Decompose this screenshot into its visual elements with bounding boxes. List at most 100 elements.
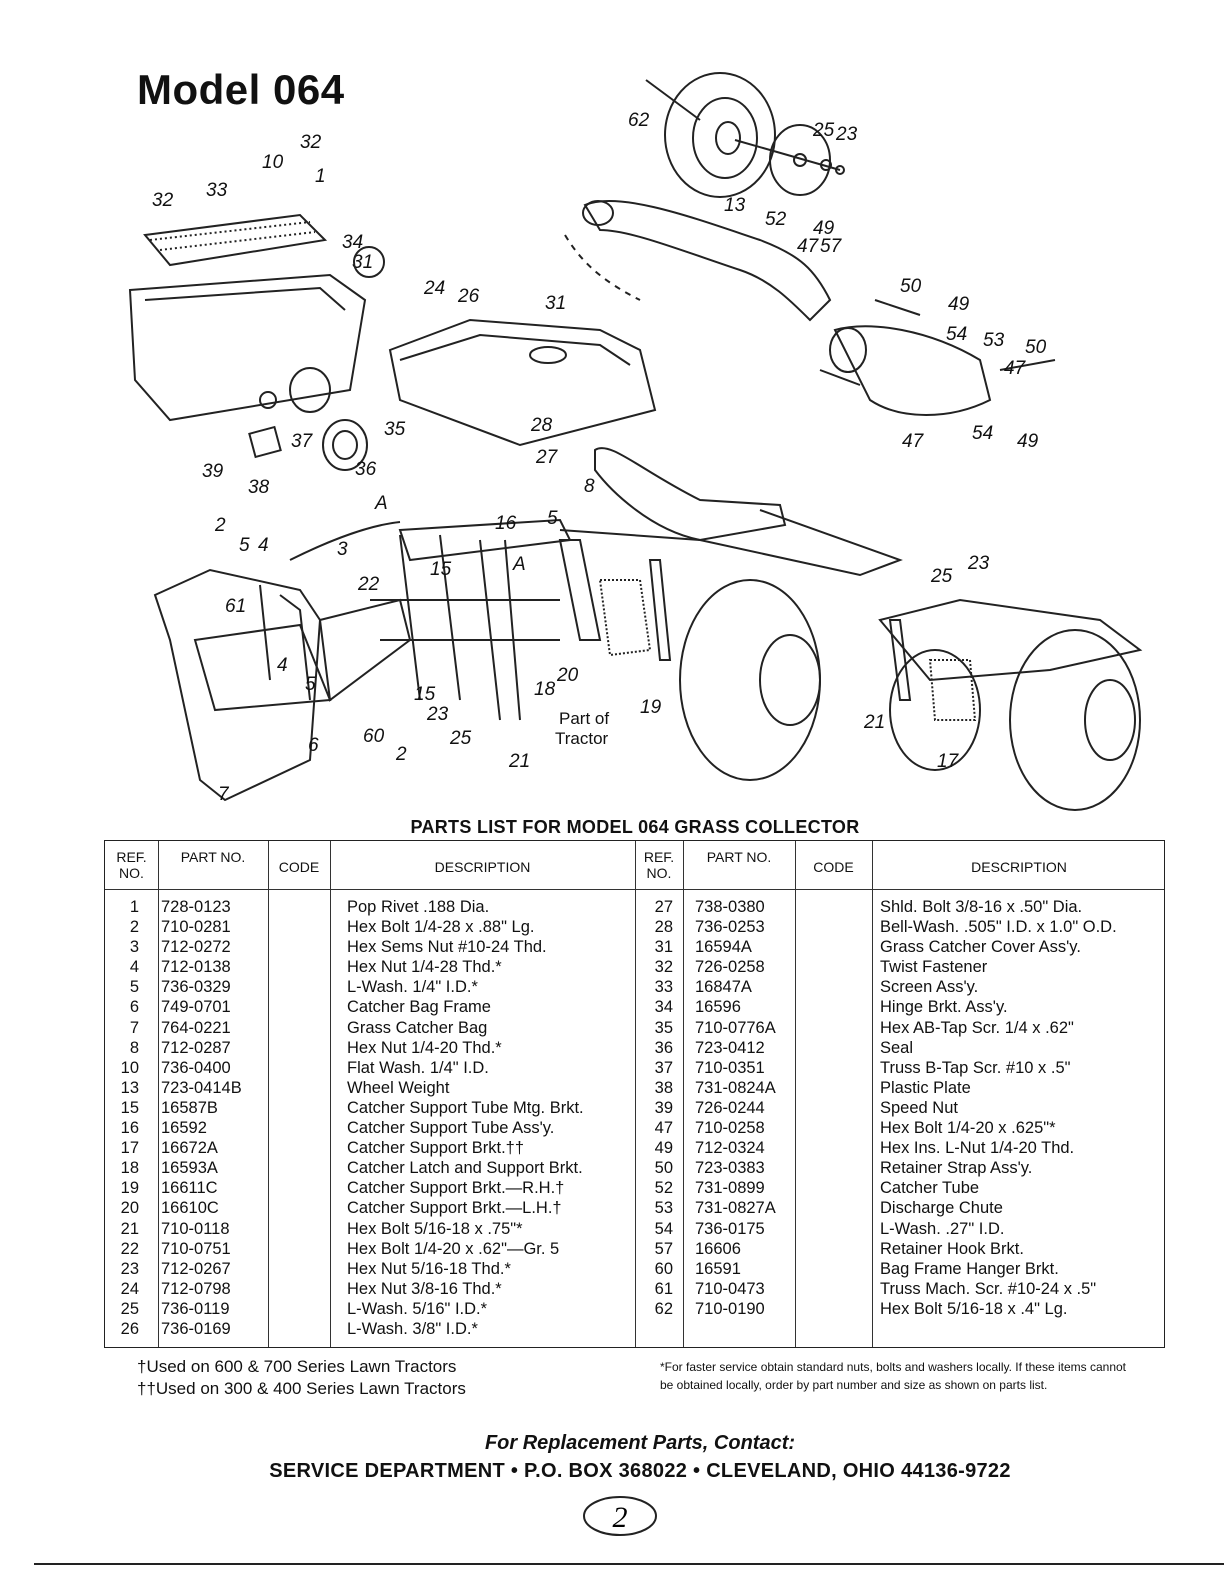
wheel-drawing — [664, 72, 776, 198]
table-cell: 22 — [120, 1239, 139, 1258]
table-cell: 16672A — [161, 1139, 218, 1158]
callout-label: 15 — [414, 684, 436, 705]
callout-label: 54 — [972, 423, 993, 444]
table-cell: 710-0776A — [695, 1018, 776, 1037]
single-dagger-note: †Used on 600 & 700 Series Lawn Tractors — [137, 1357, 457, 1376]
table-cell: 32 — [654, 958, 673, 977]
table-cell: L-Wash. .27" I.D. — [880, 1219, 1005, 1238]
table-cell: 723-0412 — [695, 1038, 765, 1057]
callout-label: 57 — [820, 236, 843, 257]
callout-label: 4 — [277, 655, 288, 676]
double-dagger-note: ††Used on 300 & 400 Series Lawn Tractors — [137, 1379, 466, 1398]
fender-detail-drawing — [878, 598, 1143, 682]
table-cell: 54 — [654, 1219, 673, 1238]
callout-label: 34 — [342, 232, 363, 253]
callout-circle — [353, 246, 385, 278]
table-cell: 33 — [654, 978, 673, 997]
callout-label: 52 — [765, 209, 787, 230]
ref-header-left: REF. NO. — [116, 849, 147, 881]
table-cell: Catcher Latch and Support Brkt. — [347, 1159, 583, 1178]
table-cell: 712-0138 — [161, 958, 231, 977]
callout-label: 50 — [1025, 337, 1047, 358]
table-cell: 710-0281 — [161, 918, 231, 937]
callout-label: 6 — [308, 735, 319, 756]
table-cell: 16587B — [161, 1098, 218, 1117]
table-cell: Screen Ass'y. — [880, 978, 979, 997]
callout-label: 18 — [534, 679, 556, 700]
table-cell: 49 — [654, 1139, 673, 1158]
callout-label: 5 — [547, 508, 558, 529]
table-cell: 723-0414B — [161, 1078, 242, 1097]
callout-label: 47 — [1004, 358, 1027, 379]
callout-label: 21 — [863, 712, 885, 733]
table-cell: 38 — [654, 1078, 673, 1097]
table-cell: Hex Bolt 5/16-18 x .4" Lg. — [880, 1299, 1068, 1318]
table-cell: 736-0169 — [161, 1319, 231, 1338]
callout-label: 49 — [1017, 431, 1039, 452]
discharge-chute-drawing — [833, 325, 992, 416]
table-cell: 52 — [654, 1179, 673, 1198]
table-cell: Hex AB-Tap Scr. 1/4 x .62" — [880, 1018, 1074, 1037]
table-cell: 731-0824A — [695, 1078, 776, 1097]
table-cell: 712-0798 — [161, 1279, 231, 1298]
table-cell: Hex Bolt 1/4-20 x .62"—Gr. 5 — [347, 1239, 560, 1258]
table-cell: 712-0287 — [161, 1038, 231, 1057]
description-header-left: DESCRIPTION — [434, 859, 531, 875]
table-cell: 736-0400 — [161, 1058, 231, 1077]
table-cell: 50 — [654, 1159, 673, 1178]
table-cell: 16596 — [695, 998, 741, 1017]
table-cell: 24 — [120, 1279, 139, 1298]
table-cell: 19 — [120, 1179, 139, 1198]
code-header-right: CODE — [813, 859, 854, 875]
table-cell: 13 — [120, 1078, 139, 1097]
table-cell: 710-0473 — [695, 1279, 765, 1298]
table-cell: 731-0827A — [695, 1199, 776, 1218]
grass-bag-drawing — [153, 568, 322, 802]
callout-label: 8 — [584, 476, 595, 497]
table-cell: 16591 — [695, 1259, 741, 1278]
table-cell: Seal — [880, 1038, 914, 1057]
contact-heading: For Replacement Parts, Contact: — [484, 1432, 796, 1454]
table-cell: 16592 — [161, 1119, 207, 1138]
table-cell: Bag Frame Hanger Brkt. — [880, 1259, 1059, 1278]
callout-label: 20 — [556, 665, 579, 686]
table-cell: Truss B-Tap Scr. #10 x .5" — [880, 1058, 1071, 1077]
callout-label: 2 — [395, 744, 407, 765]
callout-label: 61 — [225, 596, 246, 617]
seal-drawing — [322, 419, 368, 471]
callout-label: 24 — [423, 278, 445, 299]
table-cell: 726-0244 — [695, 1098, 765, 1117]
callout-label: 54 — [946, 324, 967, 345]
table-cell: 27 — [654, 898, 673, 916]
table-cell: Catcher Support Brkt.—L.H.† — [347, 1199, 562, 1218]
table-cell: 710-0118 — [161, 1219, 230, 1238]
callout-label: 36 — [355, 459, 377, 480]
table-cell: L-Wash. 3/8" I.D.* — [347, 1319, 478, 1338]
table-cell: Catcher Tube — [880, 1179, 980, 1198]
table-cell: Flat Wash. 1/4" I.D. — [347, 1058, 489, 1077]
parts-list-heading: PARTS LIST FOR MODEL 064 GRASS COLLECTOR — [410, 817, 860, 837]
callout-label: 25 — [449, 728, 472, 749]
left-description-column: Pop Rivet .188 Dia.Hex Bolt 1/4-28 x .88… — [347, 897, 584, 1339]
table-cell: Twist Fastener — [880, 958, 988, 977]
table-cell: 18 — [120, 1159, 139, 1178]
table-cell: 728-0123 — [161, 898, 231, 916]
callout-label: A — [374, 493, 388, 514]
callout-label: 4 — [258, 535, 269, 556]
callout-label: 53 — [983, 330, 1005, 351]
table-cell: 710-0190 — [695, 1299, 765, 1318]
table-cell: 736-0175 — [695, 1219, 765, 1238]
table-cell: Hex Bolt 5/16-18 x .75"* — [347, 1219, 523, 1238]
part-of-tractor-label: Part of Tractor — [555, 709, 614, 748]
table-cell: 16610C — [161, 1199, 219, 1218]
wheel-weight-drawing — [769, 124, 831, 196]
callout-label: 1 — [315, 166, 326, 187]
ref-header-right: REF. NO. — [643, 849, 675, 881]
callout-label: 2 — [214, 515, 226, 536]
table-cell: Grass Catcher Cover Ass'y. — [880, 938, 1081, 957]
callout-label: 31 — [545, 293, 566, 314]
table-cell: 53 — [654, 1199, 673, 1218]
table-cell: 25 — [120, 1299, 139, 1318]
page-title: Model 064 — [137, 66, 345, 113]
